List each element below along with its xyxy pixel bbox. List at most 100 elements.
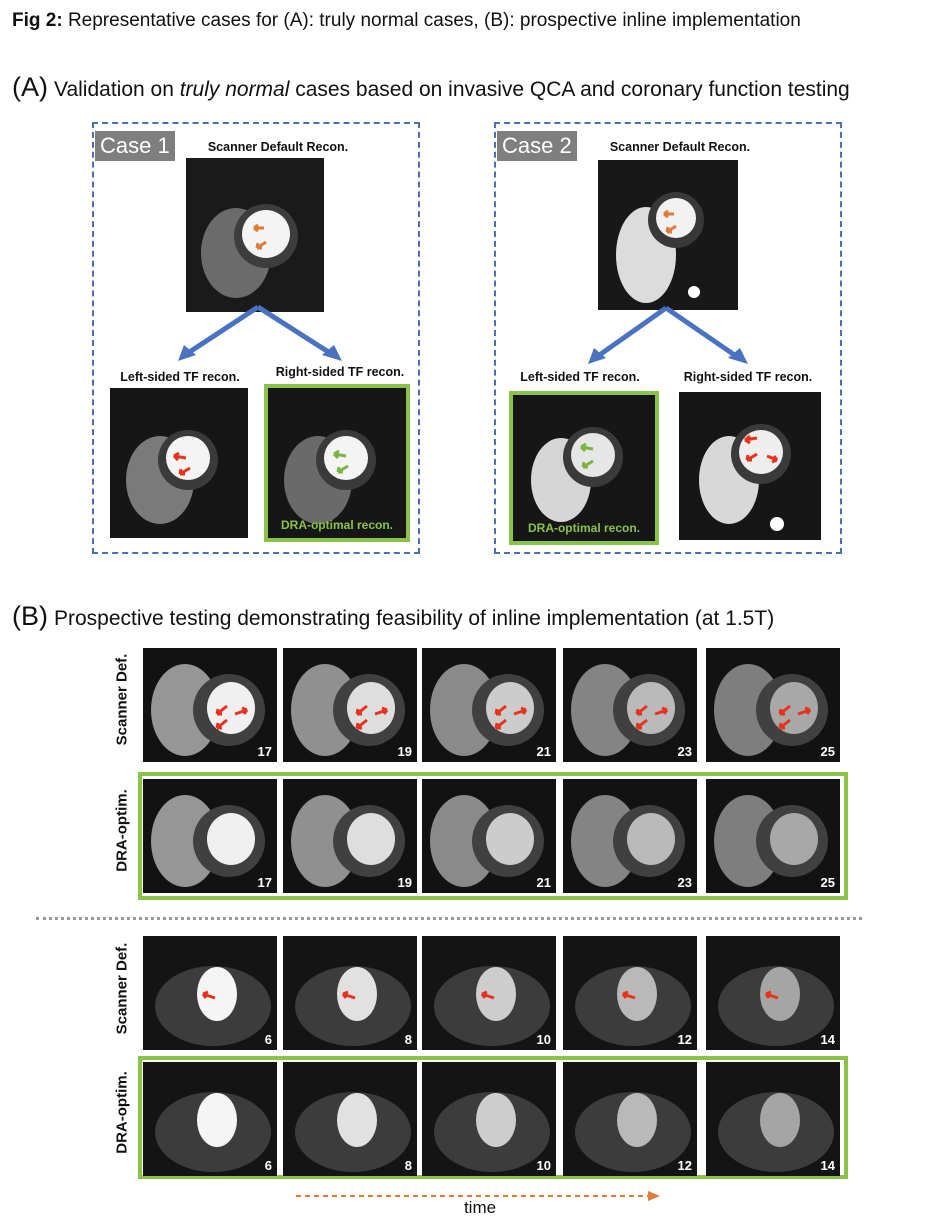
case-1-default-label: Scanner Default Recon. [207, 140, 349, 154]
mri-slice [143, 648, 277, 762]
section-a-title-post: cases based on invasive QCA and coronary… [289, 78, 850, 101]
red-arrow-icon [764, 990, 779, 1000]
section-b-title: (B)Prospective testing demonstrating fea… [12, 601, 774, 632]
red-arrow-icon [341, 990, 356, 1000]
mri-frame: 23 [563, 648, 697, 762]
mri-slice [598, 160, 738, 310]
red-arrow-icon [513, 706, 528, 716]
mri-slice [143, 779, 277, 893]
frame-number: 23 [677, 744, 692, 759]
frame-number: 23 [677, 875, 692, 890]
frame-number: 17 [257, 744, 272, 759]
frame-number: 12 [677, 1158, 692, 1173]
case-1-right-image: DRA-optimal recon. [264, 384, 410, 542]
mri-slice [268, 388, 406, 538]
time-label: time [463, 1198, 497, 1217]
red-arrow-icon [778, 704, 791, 716]
mri-slice [283, 1062, 417, 1176]
mri-slice [706, 648, 840, 762]
section-a-title-pre: Validation on [54, 78, 180, 101]
case-2-left-image: DRA-optimal recon. [509, 391, 659, 545]
mri-slice [143, 1062, 277, 1176]
mri-slice [513, 395, 655, 541]
frame-number: 21 [536, 875, 551, 890]
case-1-tag: Case 1 [95, 131, 175, 161]
dra-row-2-frame [138, 1056, 848, 1179]
case-2-box [494, 122, 842, 554]
mri-frame: 10 [422, 1062, 556, 1176]
mri-slice [110, 388, 248, 538]
mri-frame: 10 [422, 936, 556, 1050]
frame-number: 10 [536, 1158, 551, 1173]
case-2-right-label: Right-sided TF recon. [683, 370, 813, 384]
red-arrow-icon [355, 704, 368, 716]
mri-slice [283, 936, 417, 1050]
mri-frame: 21 [422, 779, 556, 893]
red-arrow-icon [654, 706, 669, 716]
frame-number: 25 [820, 875, 835, 890]
mri-slice [679, 392, 821, 540]
mri-frame: 8 [283, 936, 417, 1050]
red-arrow-icon [480, 990, 495, 1000]
red-arrow-icon [201, 990, 216, 1000]
mri-slice [563, 1062, 697, 1176]
case-2-default-image [598, 160, 738, 310]
frame-number: 17 [257, 875, 272, 890]
mri-frame: 19 [283, 648, 417, 762]
frame-number: 14 [820, 1032, 835, 1047]
frame-number: 19 [397, 744, 412, 759]
case-1-dra-caption: DRA-optimal recon. [280, 518, 393, 532]
case-1-default-image [186, 158, 324, 312]
case-2-dra-caption: DRA-optimal recon. [527, 521, 640, 535]
mri-frame: 8 [283, 1062, 417, 1176]
dra-row-1-frame [138, 772, 848, 900]
mri-slice [706, 1062, 840, 1176]
red-arrow-icon [635, 704, 648, 716]
mri-slice [706, 936, 840, 1050]
mri-frame: 6 [143, 1062, 277, 1176]
red-arrow-icon [494, 718, 507, 730]
frame-number: 6 [264, 1158, 272, 1173]
mri-frame: 6 [143, 936, 277, 1050]
red-arrow-icon [215, 704, 228, 716]
mri-slice [186, 158, 324, 312]
frame-number: 12 [677, 1032, 692, 1047]
case-2-right-image [679, 392, 821, 540]
mri-slice [563, 648, 697, 762]
mri-frame: 17 [143, 779, 277, 893]
red-arrow-icon [621, 990, 636, 1000]
section-a-title-italic: truly normal [179, 78, 290, 101]
red-arrow-icon [355, 718, 368, 730]
case-2-tag: Case 2 [497, 131, 577, 161]
time-arrow [296, 1191, 660, 1201]
section-a-title: (A) Validation on truly normal cases base… [12, 72, 850, 103]
mri-frame: 21 [422, 648, 556, 762]
red-arrow-icon [635, 718, 648, 730]
red-arrow-icon [494, 704, 507, 716]
section-b-letter: (B) [12, 601, 48, 631]
section-a-letter: (A) [12, 72, 48, 102]
red-arrow-icon [778, 718, 791, 730]
figure-title-label: Fig 2: [12, 10, 63, 31]
case-1-box [92, 122, 420, 554]
frame-number: 25 [820, 744, 835, 759]
frame-number: 14 [820, 1158, 835, 1173]
mri-frame: 14 [706, 1062, 840, 1176]
case-1-left-label: Left-sided TF recon. [120, 370, 240, 384]
mri-slice [422, 936, 556, 1050]
frame-number: 6 [264, 1032, 272, 1047]
mri-frame: 25 [706, 779, 840, 893]
case-1-right-label: Right-sided TF recon. [275, 365, 405, 379]
frame-number: 8 [404, 1158, 412, 1173]
mri-frame: 17 [143, 648, 277, 762]
time-arrow-spacer [294, 988, 664, 1004]
frame-number: 21 [536, 744, 551, 759]
red-arrow-icon [215, 718, 228, 730]
row-label-scanner-2: Scanner Def. [113, 942, 131, 1035]
group-divider [36, 917, 862, 920]
mri-slice [563, 779, 697, 893]
red-arrow-icon [797, 706, 812, 716]
mri-slice [283, 779, 417, 893]
mri-frame: 14 [706, 936, 840, 1050]
case-2-left-label: Left-sided TF recon. [520, 370, 640, 384]
